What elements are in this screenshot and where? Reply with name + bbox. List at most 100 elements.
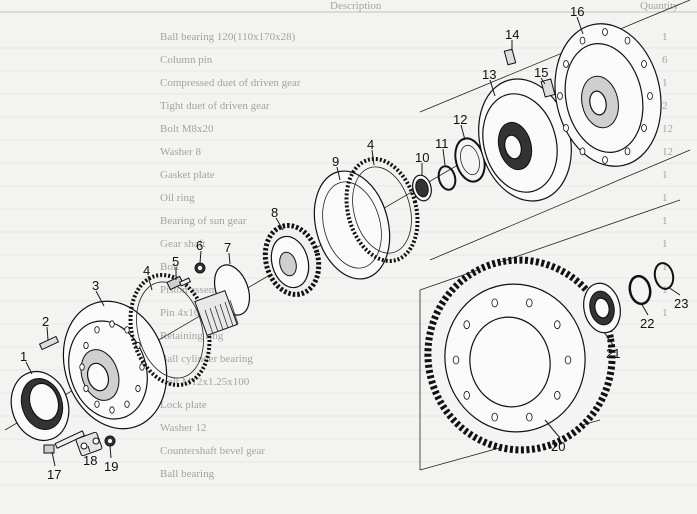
background-quantity: 1 xyxy=(662,77,668,89)
bolt-hole xyxy=(124,326,130,334)
background-row: Ball cylinder bearing xyxy=(160,353,253,365)
callout-9: 9 xyxy=(332,154,339,169)
callout-7: 7 xyxy=(224,240,231,255)
part-21-bearing xyxy=(583,282,621,334)
bolt-hole xyxy=(602,156,608,164)
background-row: Pin 4x10 xyxy=(160,307,200,319)
background-row: Washer 12 xyxy=(160,422,206,434)
bolt-hole xyxy=(554,390,561,400)
bolt-hole xyxy=(463,390,470,400)
background-row: Ball bearing xyxy=(160,468,215,480)
background-quantity: 1 xyxy=(662,31,668,43)
callout-23: 23 xyxy=(674,296,688,311)
callout-12: 12 xyxy=(453,112,467,127)
spline-line xyxy=(229,299,239,325)
bolt-hole xyxy=(109,320,115,328)
part-11-snap-ring xyxy=(437,165,457,191)
bolt-hole xyxy=(94,400,100,408)
bolt-hole xyxy=(579,36,586,45)
callout-22: 22 xyxy=(640,316,654,331)
bolt-hole xyxy=(563,124,569,132)
spline-line xyxy=(219,303,229,329)
background-row: Tight duet of driven gear xyxy=(160,100,270,112)
callout-6: 6 xyxy=(196,238,203,253)
bolt-hole xyxy=(579,147,586,156)
bolt-hole xyxy=(463,320,470,330)
background-quantity: 1 xyxy=(662,261,668,273)
background-quantity: 2 xyxy=(662,100,668,112)
background-row: Ball bearing 120(110x170x28) xyxy=(160,31,296,43)
bolt-hole xyxy=(526,412,533,422)
bolt-hole xyxy=(624,147,631,156)
upper-right-assembly xyxy=(419,0,691,261)
bolt-hole xyxy=(641,124,647,132)
bolt-hole xyxy=(124,400,130,408)
background-row: Compressed duet of driven gear xyxy=(160,77,301,89)
spline-line xyxy=(204,309,214,335)
callout-17: 17 xyxy=(47,467,61,482)
part-23-snap-ring xyxy=(653,262,675,290)
bolt-hole xyxy=(94,326,100,334)
callout-8: 8 xyxy=(271,205,278,220)
background-row: Countershaft bevel gear xyxy=(160,445,265,457)
part-13-housing xyxy=(478,78,572,202)
bolt-hole xyxy=(79,363,85,371)
bolt-hole xyxy=(109,406,115,414)
shaft-splines xyxy=(204,299,239,335)
part-1-bearing xyxy=(10,371,70,441)
callout-1: 1 xyxy=(20,349,27,364)
part-14-pin xyxy=(503,48,517,66)
bolt-hole xyxy=(526,298,533,308)
background-quantity: 12 xyxy=(662,146,673,158)
bolt-hole xyxy=(647,92,653,100)
background-row: Column pin xyxy=(160,54,213,66)
background-row: Washer 8 xyxy=(160,146,201,158)
background-row: Lock plate xyxy=(160,399,207,411)
housing-bolt-holes xyxy=(557,28,653,164)
callout-3: 3 xyxy=(92,278,99,293)
background-quantity: 1 xyxy=(662,307,668,319)
callout-18: 18 xyxy=(83,453,97,468)
background-quantity: 6 xyxy=(662,54,668,66)
spline-line xyxy=(214,305,224,331)
callout-20: 20 xyxy=(551,439,565,454)
bolt-hole xyxy=(563,60,569,68)
bolt-hole xyxy=(491,298,498,308)
bolt-hole xyxy=(624,36,631,45)
spline-line xyxy=(209,307,219,333)
callout-2: 2 xyxy=(42,314,49,329)
background-row: Bolt M8x20 xyxy=(160,123,214,135)
background-quantity: 1 xyxy=(662,284,668,296)
background-row: Gear shaft xyxy=(160,238,206,250)
callout-15: 15 xyxy=(534,65,548,80)
gear-bolt-holes xyxy=(452,298,572,422)
left-assembly xyxy=(4,151,481,457)
part-4-ring-gear-upper xyxy=(344,157,420,263)
callout-21: 21 xyxy=(606,346,620,361)
bolt-hole xyxy=(554,320,561,330)
bolt-hole xyxy=(83,341,89,350)
lower-right-assembly xyxy=(419,199,681,471)
callout-19: 19 xyxy=(104,459,118,474)
part-17-bolt xyxy=(43,430,86,454)
background-row: Bearing of sun gear xyxy=(160,215,247,227)
callouts: 1 2 3 4 5 6 7 8 9 4 10 11 12 13 14 15 16… xyxy=(20,4,688,482)
callout-13: 13 xyxy=(482,67,496,82)
background-row: Oil ring xyxy=(160,192,195,204)
lower-frame-line xyxy=(419,199,681,291)
background-quantity: 12 xyxy=(662,123,673,135)
background-quantity: 1 xyxy=(662,215,668,227)
part-6-washer xyxy=(194,262,206,274)
background-quantity: 1 xyxy=(662,192,668,204)
bolt-hole xyxy=(135,384,141,393)
callout-16: 16 xyxy=(570,4,584,19)
part-7-shaft xyxy=(194,264,251,337)
background-row: Bolt xyxy=(160,261,179,273)
bolt-hole xyxy=(564,355,572,365)
carrier-bolt-holes xyxy=(79,320,145,414)
bolt-hole xyxy=(557,92,563,100)
upper-frame-line xyxy=(419,0,691,113)
bolt-hole xyxy=(602,28,608,36)
